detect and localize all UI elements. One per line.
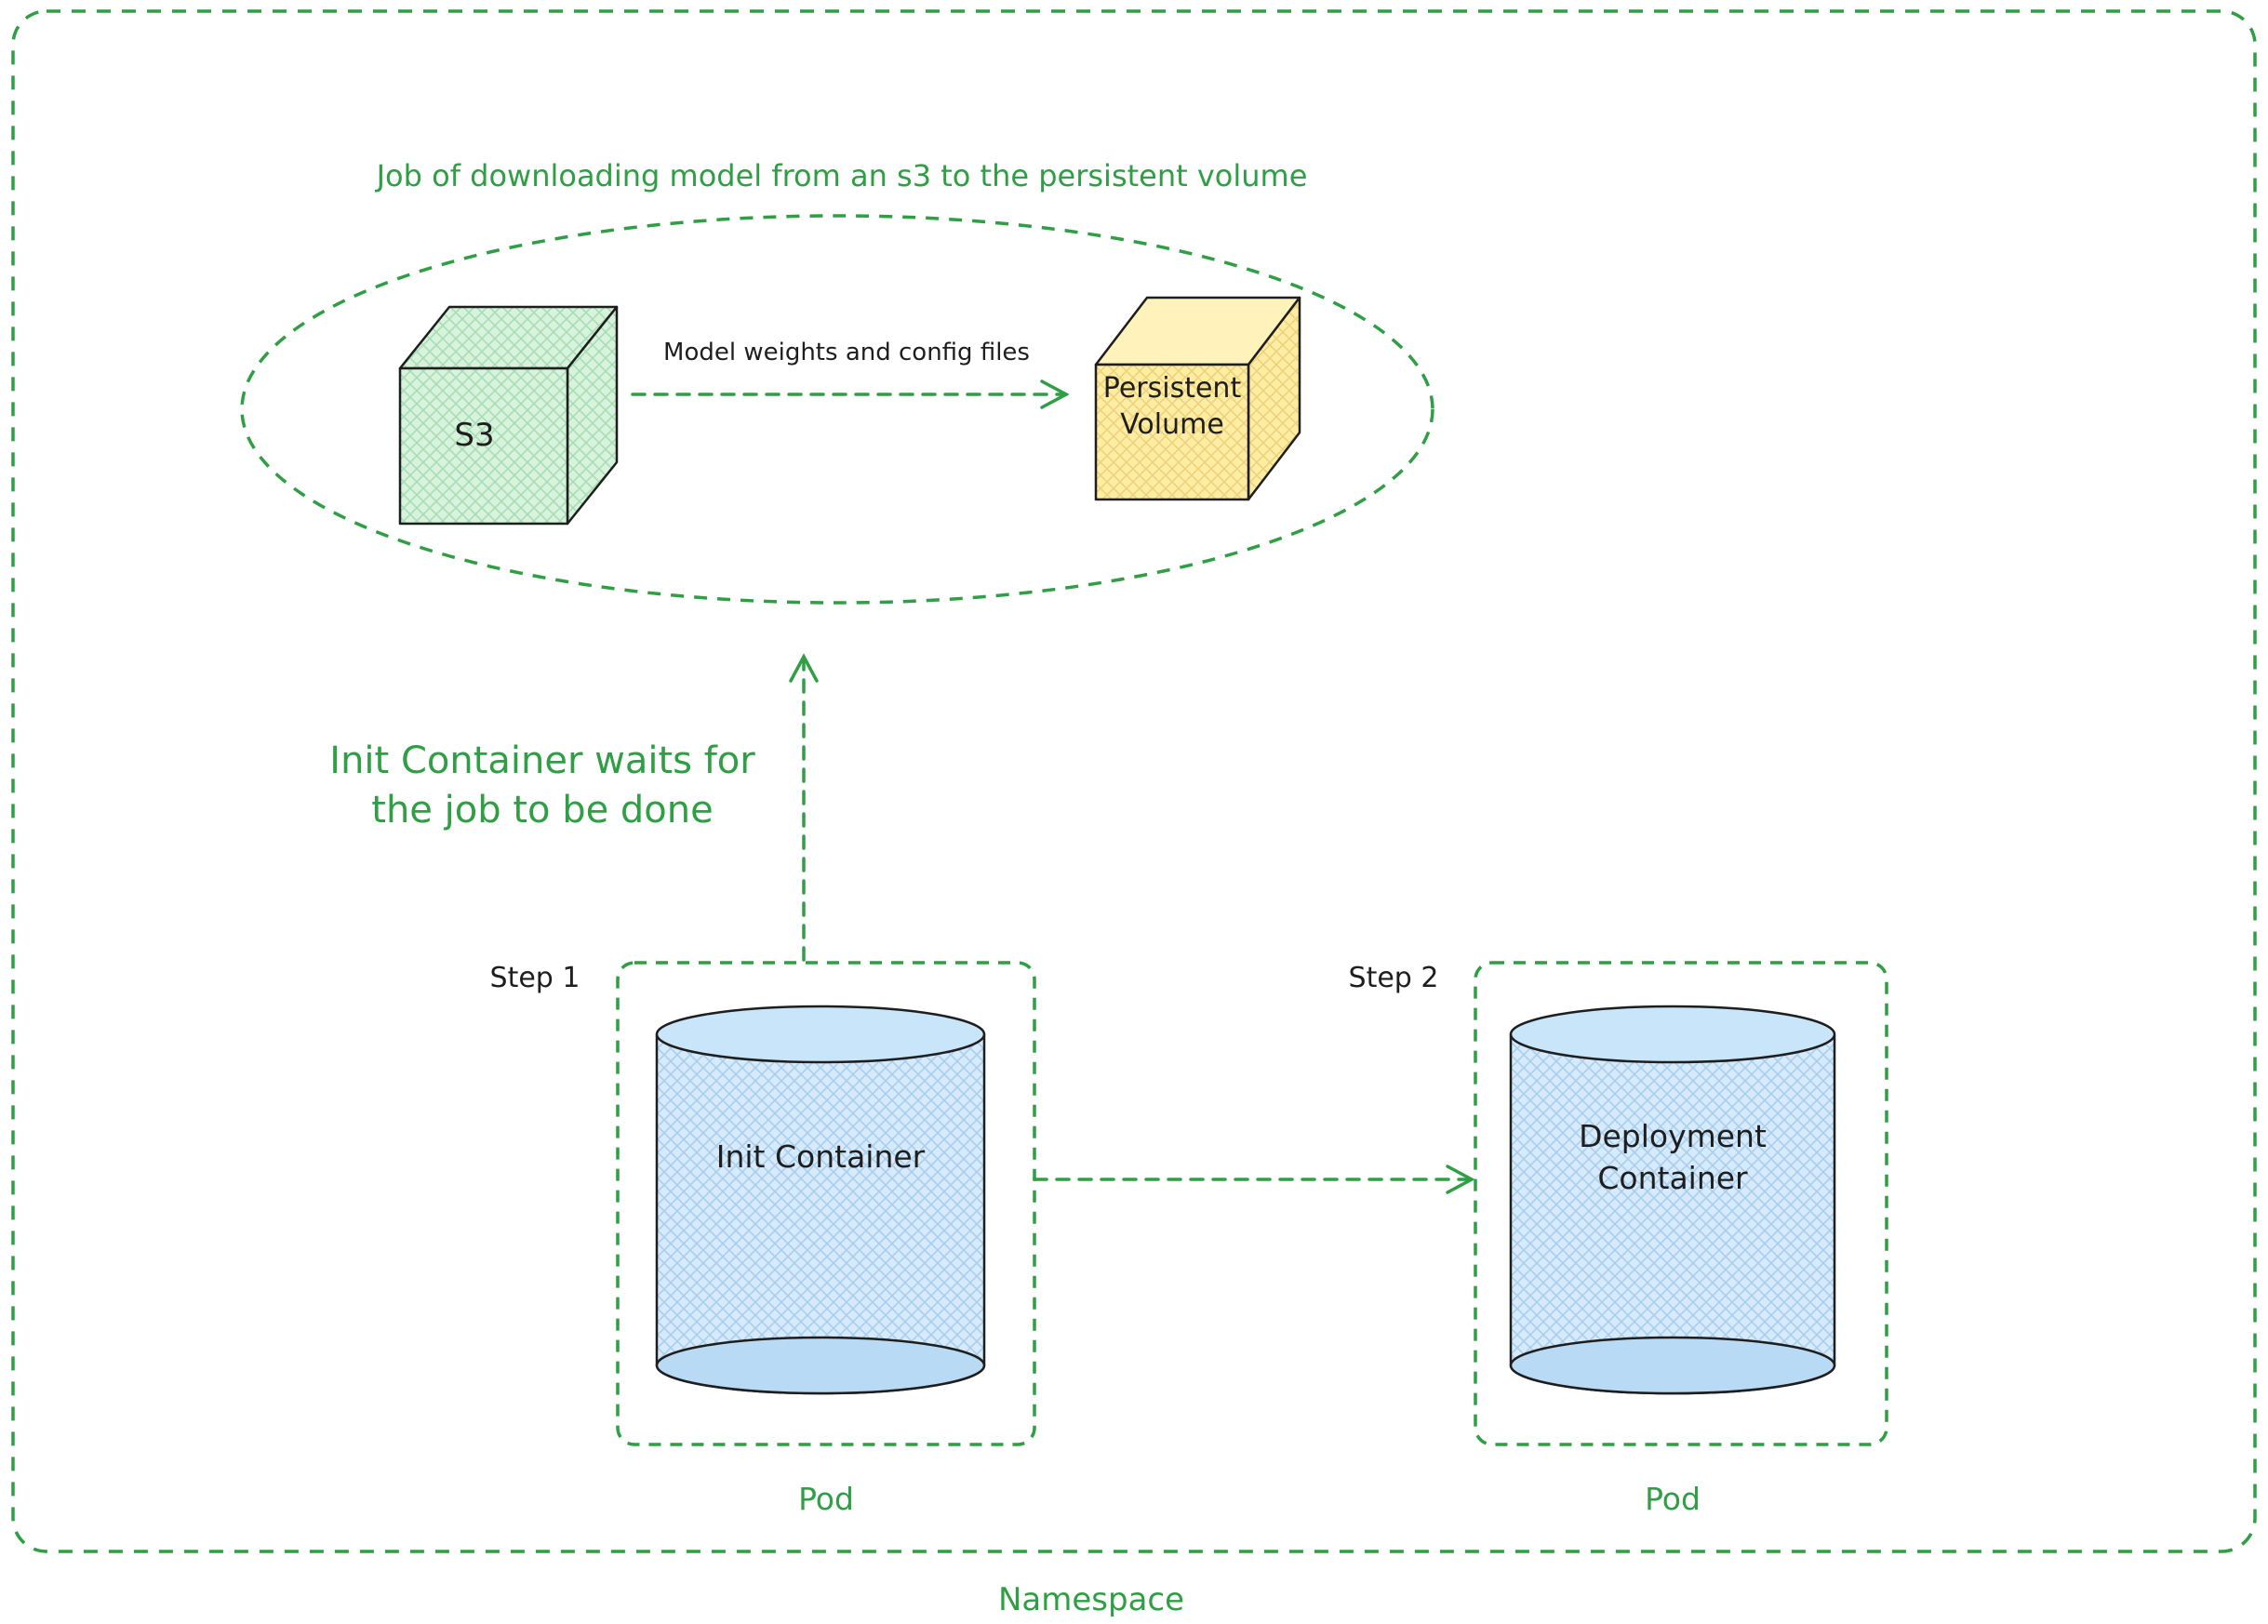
init-wait-arrow [789,653,819,962]
init-container-cylinder [655,1005,986,1395]
s3-to-pv-arrow [631,379,1070,409]
model-weights-arrow-label: Model weights and config files [663,339,1030,366]
deployment-container-label-line1: Deployment [1579,1118,1767,1154]
pod2-border [1474,961,1888,1446]
init-wait-note-line2: the job to be done [371,788,714,832]
step2-label: Step 2 [1348,962,1439,994]
init-container-label: Init Container [715,1138,926,1175]
init-wait-note: Init Container waits for the job to be d… [263,737,821,835]
init-wait-note-line1: Init Container waits for [329,739,755,782]
deployment-container-label-line2: Container [1597,1159,1748,1196]
persistent-volume-label-line2: Volume [1120,408,1224,441]
s3-cube [398,305,619,526]
pod2-label: Pod [1645,1481,1701,1517]
persistent-volume-label: Persistent Volume [1079,370,1265,443]
namespace-border [11,9,2257,1553]
step1-label: Step 1 [489,962,580,994]
persistent-volume-label-line1: Persistent [1102,372,1242,405]
pod1-to-pod2-arrow [1033,1165,1475,1194]
pod1-border [616,961,1036,1446]
job-group-ellipse [240,214,1434,605]
namespace-label: Namespace [997,1581,1185,1618]
s3-cube-label: S3 [454,417,495,454]
deployment-container-cylinder [1509,1005,1836,1395]
pod1-label: Pod [798,1481,854,1517]
job-title: Job of downloading model from an s3 to t… [376,158,1308,193]
deployment-container-label: Deployment Container [1533,1116,1812,1199]
persistent-volume-cube [1094,296,1301,501]
